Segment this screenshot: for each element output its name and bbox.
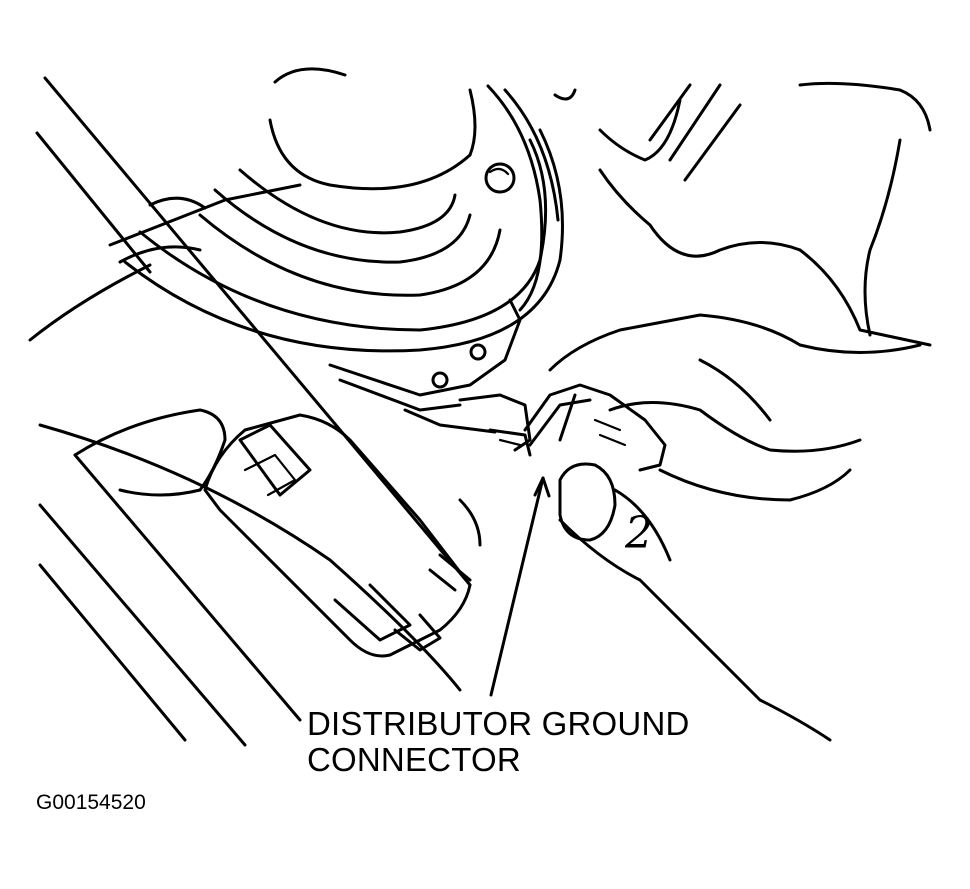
hand-mark: 2 [624,508,653,559]
left-finger-drawing [73,408,227,497]
distributor-ground-connector-label: DISTRIBUTOR GROUND CONNECTOR [307,706,690,778]
callout-line-2: CONNECTOR [307,741,521,778]
callout-line-1: DISTRIBUTOR GROUND [307,705,690,742]
leader-arrow [489,476,551,697]
distributor-housing-drawing [118,67,564,452]
connector-plug-drawing [203,413,482,658]
figure-id: G00154520 [36,791,146,814]
hand-drawing: 2 [488,313,922,742]
upper-hand-drawing [553,81,932,347]
